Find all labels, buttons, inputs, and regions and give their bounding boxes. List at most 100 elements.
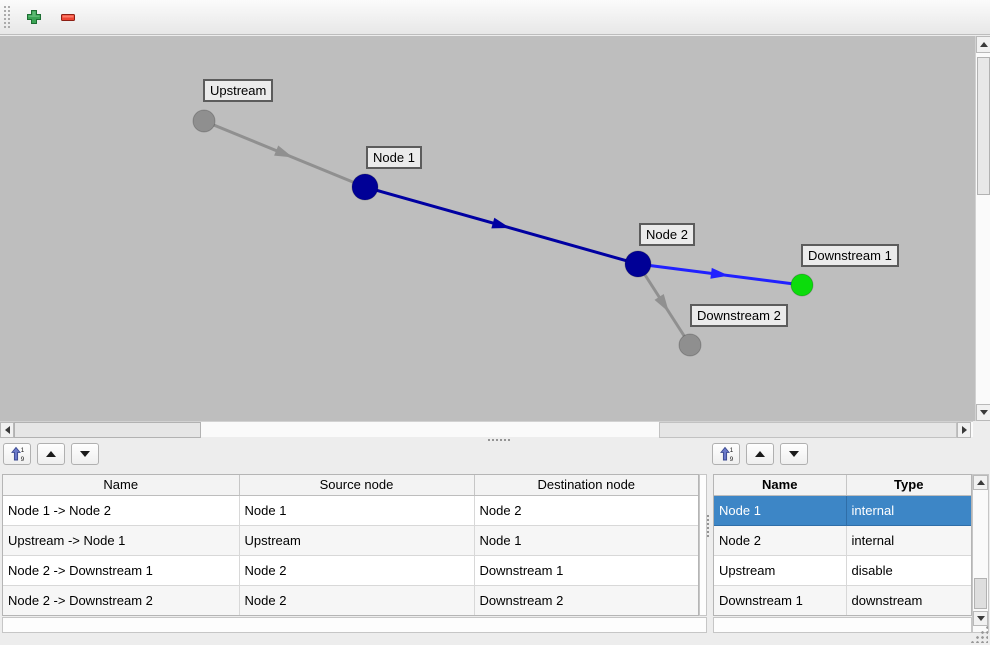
nodes-table-vertical-scrollbar[interactable]: [972, 474, 989, 633]
arrow-right-icon: [961, 426, 967, 434]
scroll-up-button[interactable]: [973, 475, 988, 490]
scroll-down-button[interactable]: [973, 611, 988, 626]
table-cell: Node 2 -> Downstream 2: [3, 585, 240, 615]
table-cell: Node 2: [239, 585, 475, 615]
minus-icon: [61, 14, 75, 21]
table-cell: Node 2: [239, 555, 475, 586]
edge-arrow-icon: [491, 217, 511, 229]
edges-panel-toolbar: 1 9: [3, 443, 99, 465]
graph-node[interactable]: [678, 333, 702, 357]
move-down-button[interactable]: [780, 443, 808, 465]
plus-icon: [27, 10, 41, 24]
table-cell: Node 2 -> Downstream 1: [3, 555, 240, 586]
main-toolbar: [0, 0, 990, 35]
table-cell: Node 1: [239, 495, 475, 526]
sort-icon-bottom-char: 9: [21, 456, 25, 462]
move-up-button[interactable]: [746, 443, 774, 465]
table-cell: internal: [846, 495, 971, 526]
horizontal-scroll-thumb[interactable]: [14, 422, 201, 438]
graph-node[interactable]: [790, 273, 814, 297]
arrow-down-icon: [976, 616, 985, 621]
table-cell: Node 1 -> Node 2: [3, 495, 240, 526]
table-cell: Downstream 2: [474, 585, 698, 615]
scroll-down-button[interactable]: [976, 404, 990, 421]
table-cell: Node 2: [714, 525, 847, 556]
horizontal-scroll-segment[interactable]: [659, 422, 957, 438]
graph-node-label[interactable]: Downstream 2: [690, 304, 788, 327]
sort-icon-bottom-char: 9: [730, 456, 734, 462]
column-header[interactable]: Source node: [239, 475, 475, 496]
graph-node-label[interactable]: Downstream 1: [801, 244, 899, 267]
canvas-vertical-scrollbar[interactable]: [975, 36, 990, 421]
sort-icon-top-char: 1: [730, 447, 734, 454]
graph-node[interactable]: [192, 109, 216, 133]
edge-arrow-icon: [274, 145, 293, 158]
arrow-up-icon: [755, 451, 765, 457]
graph-node[interactable]: [624, 250, 652, 278]
table-cell: Downstream 1: [474, 555, 698, 586]
scroll-right-button[interactable]: [957, 422, 971, 438]
table-cell: Downstream 1: [714, 585, 847, 615]
edges-table-vscroll-track: [699, 474, 707, 616]
graph-node-label[interactable]: Upstream: [203, 79, 274, 102]
table-cell: Upstream: [714, 555, 847, 586]
arrow-up-icon: [979, 42, 988, 47]
table-cell: Node 2: [474, 495, 698, 526]
column-header[interactable]: Name: [714, 475, 847, 496]
table-cell: disable: [846, 555, 971, 586]
graph-node-label[interactable]: Node 1: [366, 146, 422, 169]
sort-ascending-button[interactable]: 1 9: [3, 443, 31, 465]
sort-ascending-icon: 1 9: [720, 446, 734, 462]
arrow-up-icon: [46, 451, 56, 457]
table-cell: Upstream -> Node 1: [3, 525, 240, 556]
arrow-down-icon: [789, 451, 799, 457]
column-header[interactable]: Type: [846, 475, 971, 496]
arrow-down-icon: [80, 451, 90, 457]
scrollbar-corner: [973, 421, 990, 437]
nodes-table-hscroll-track: [713, 617, 972, 633]
edge-arrow-icon: [654, 293, 669, 313]
column-header[interactable]: Name: [3, 475, 240, 496]
remove-button[interactable]: [55, 4, 81, 30]
vertical-scroll-thumb[interactable]: [974, 578, 987, 609]
move-up-button[interactable]: [37, 443, 65, 465]
table-cell: Upstream: [239, 525, 475, 556]
toolbar-drag-grip[interactable]: [3, 5, 11, 29]
horizontal-pane-splitter[interactable]: [487, 438, 511, 442]
column-header[interactable]: Destination node: [474, 475, 698, 496]
sort-ascending-icon: 1 9: [11, 446, 25, 462]
vertical-scroll-thumb[interactable]: [977, 57, 990, 195]
table-cell: Node 1: [474, 525, 698, 556]
add-button[interactable]: [21, 4, 47, 30]
scroll-left-button[interactable]: [0, 422, 14, 438]
arrow-left-icon: [4, 426, 10, 434]
canvas-horizontal-scrollbar[interactable]: [0, 421, 973, 438]
arrow-down-icon: [979, 410, 988, 415]
move-down-button[interactable]: [71, 443, 99, 465]
scroll-up-button[interactable]: [976, 36, 990, 53]
nodes-panel-toolbar: 1 9: [712, 443, 808, 465]
arrow-up-icon: [976, 480, 985, 485]
table-cell: internal: [846, 525, 971, 556]
graph-node[interactable]: [351, 173, 379, 201]
table-cell: downstream: [846, 585, 971, 615]
graph-node-label[interactable]: Node 2: [639, 223, 695, 246]
vertical-pane-splitter[interactable]: [706, 514, 710, 538]
sort-ascending-button[interactable]: 1 9: [712, 443, 740, 465]
graph-svg: [192, 109, 814, 357]
